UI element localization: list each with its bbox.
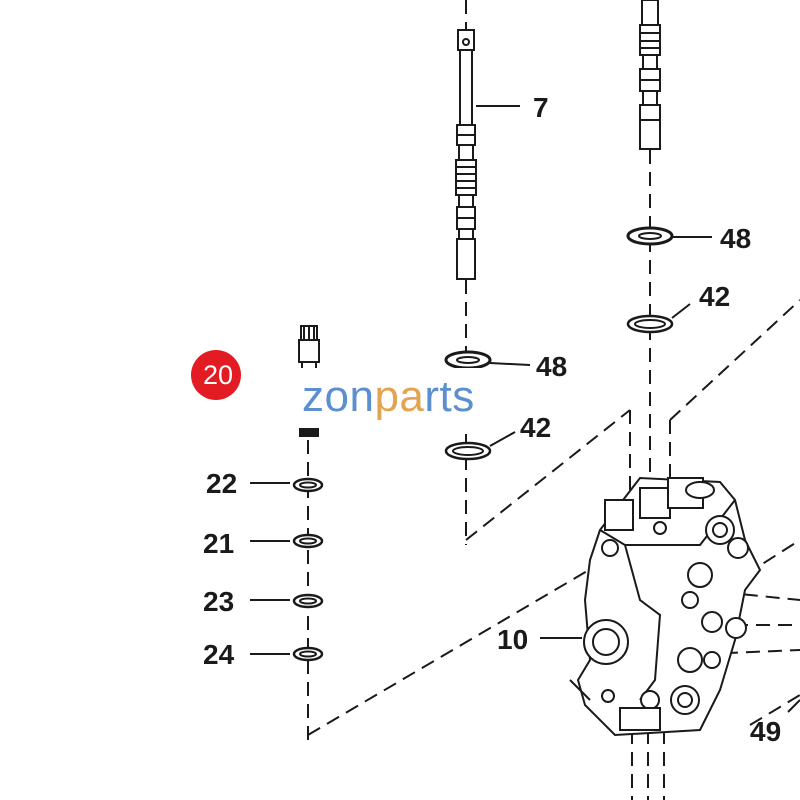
callout-48-top: 48 — [720, 223, 752, 254]
callout-21: 21 — [203, 528, 235, 559]
washer-part-48-right — [626, 226, 674, 246]
callout-23: 23 — [203, 586, 235, 617]
washer-part-42-right — [626, 314, 674, 334]
washer-part-48-mid — [444, 350, 492, 370]
watermark-background — [292, 368, 556, 428]
callout-49: 49 — [750, 716, 782, 747]
washer-part-42-mid — [444, 441, 492, 461]
spool-part-7 — [455, 29, 477, 280]
callout-7: 7 — [533, 92, 549, 123]
watermark-part-3: rts — [424, 372, 475, 421]
oring-part-24 — [292, 646, 324, 662]
valve-body-part-10 — [569, 476, 762, 737]
oring-part-22 — [292, 477, 324, 493]
spool-part-upper-right — [639, 0, 661, 150]
highlighted-part-badge: 20 — [191, 350, 241, 400]
callout-42-top: 42 — [699, 281, 731, 312]
oring-part-23 — [292, 593, 324, 609]
callout-42-mid: 42 — [520, 412, 552, 443]
watermark-part-1: zon — [302, 372, 375, 421]
callout-48-mid: 48 — [536, 351, 568, 382]
callout-24: 24 — [203, 639, 235, 670]
callout-22: 22 — [206, 468, 238, 499]
callout-10: 10 — [497, 624, 529, 655]
callout-leader-lines — [250, 105, 800, 713]
zonparts-watermark: zonparts — [302, 372, 475, 422]
watermark-part-2: pa — [374, 372, 425, 421]
oring-part-21 — [292, 533, 324, 549]
